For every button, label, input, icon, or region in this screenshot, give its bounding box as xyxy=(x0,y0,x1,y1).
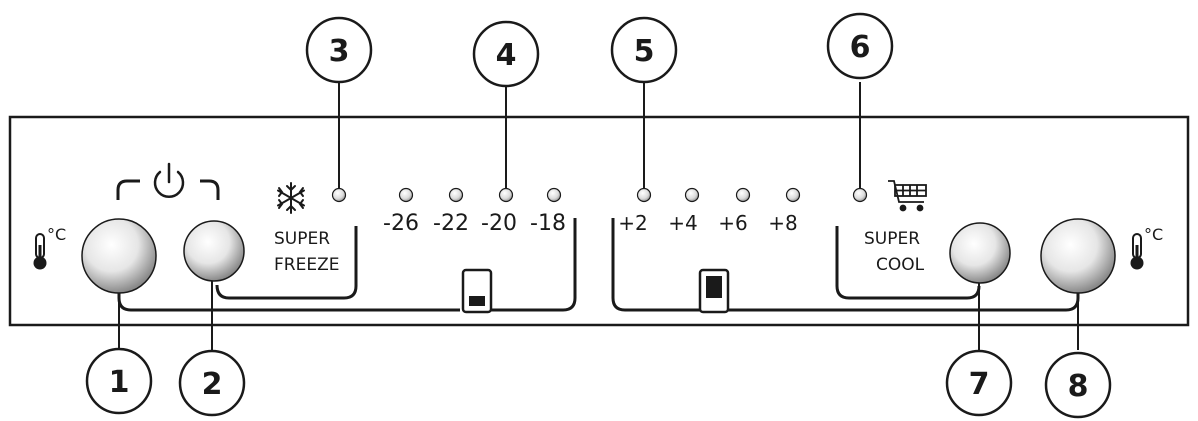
power-icon xyxy=(153,162,185,198)
freezer-temp-label-m22: -22 xyxy=(433,211,469,236)
callout-circle-7 xyxy=(945,349,1013,417)
fridge-compartment-icon xyxy=(698,268,730,314)
fridge-bracket xyxy=(726,280,1080,312)
super-freeze-label-line1: SUPER xyxy=(274,229,330,249)
callout-number-5: 5 xyxy=(634,34,655,69)
fridge-temp-label-p2: +2 xyxy=(618,211,647,235)
thermometer-icon xyxy=(33,233,47,270)
fridge-led-p4 xyxy=(684,187,700,203)
callout-circle-5 xyxy=(610,16,678,84)
super-cool-label-line2: COOL xyxy=(876,255,925,275)
callout-circle-2 xyxy=(178,349,246,417)
callout-circle-6 xyxy=(826,12,894,80)
freezer-compartment-icon xyxy=(461,268,493,314)
freezer-temp-label-m26: -26 xyxy=(383,211,419,236)
freezer-temp-knob[interactable] xyxy=(81,218,157,294)
freezer-temp-bracket xyxy=(489,218,577,312)
super-cool-led xyxy=(852,187,868,203)
freezer-led-m22 xyxy=(448,187,464,203)
callout-circle-4 xyxy=(472,20,540,88)
callout-number-4: 4 xyxy=(496,38,517,73)
fridge-led-p2 xyxy=(636,187,652,203)
callout-circle-8 xyxy=(1044,351,1112,419)
callout-circle-3 xyxy=(305,16,373,84)
freezer-temp-label-m18: -18 xyxy=(530,211,566,236)
unit-celsius-right: °C xyxy=(1144,225,1163,244)
panel-frame xyxy=(8,115,1190,327)
super-freeze-label-line2: FREEZE xyxy=(274,255,339,275)
super-cool-button[interactable] xyxy=(949,222,1011,284)
shopping-cart-icon xyxy=(888,180,927,212)
callout-number-2: 2 xyxy=(202,367,223,402)
freezer-led-m18 xyxy=(546,187,562,203)
fridge-led-p6 xyxy=(735,187,751,203)
fridge-temp-bracket xyxy=(611,218,700,312)
freezer-temp-label-m20: -20 xyxy=(481,211,517,236)
freezer-bracket xyxy=(117,280,460,312)
callout-number-8: 8 xyxy=(1068,369,1089,404)
fridge-led-p8 xyxy=(785,187,801,203)
super-cool-bracket xyxy=(835,226,981,300)
super-freeze-button[interactable] xyxy=(183,220,245,282)
freezer-led-m26 xyxy=(398,187,414,203)
fridge-temp-label-p4: +4 xyxy=(668,211,697,235)
callout-number-1: 1 xyxy=(109,365,130,400)
callout-circle-1 xyxy=(85,347,153,415)
callout-number-3: 3 xyxy=(329,34,350,69)
unit-celsius-left: °C xyxy=(47,225,66,244)
fridge-temp-knob[interactable] xyxy=(1040,218,1116,294)
super-freeze-bracket xyxy=(215,226,358,300)
snowflake-icon xyxy=(277,182,305,214)
freezer-led-m20 xyxy=(498,187,514,203)
super-cool-label-line1: SUPER xyxy=(864,229,920,249)
super-freeze-led xyxy=(331,187,347,203)
power-bracket xyxy=(116,179,220,200)
fridge-temp-label-p6: +6 xyxy=(718,211,747,235)
callout-number-6: 6 xyxy=(850,30,871,65)
fridge-temp-label-p8: +8 xyxy=(768,211,797,235)
thermometer-icon xyxy=(1130,233,1144,270)
callout-number-7: 7 xyxy=(969,367,990,402)
